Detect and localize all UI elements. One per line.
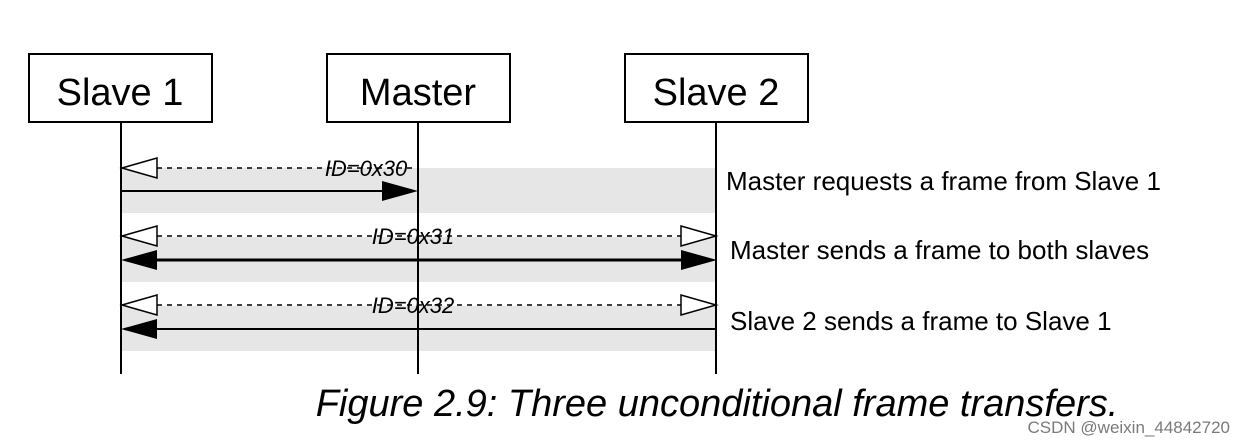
response-arrow-head-left — [121, 250, 157, 270]
header-arrow-head-left — [119, 157, 158, 179]
response-arrow-head-left — [121, 319, 157, 339]
transfer-2-description: Master sends a frame to both slaves — [730, 235, 1149, 265]
transfer-2: ID=0x31 Master sends a frame to both sla… — [119, 224, 1149, 270]
participant-slave1: Slave 1 — [28, 53, 213, 123]
participant-slave2-label: Slave 2 — [653, 72, 780, 114]
lifelines — [120, 122, 717, 374]
participant-slave1-label: Slave 1 — [57, 72, 184, 114]
transfer-2-id-label: ID=0x31 — [372, 224, 455, 249]
transfer-1: ID=0x30 Master requests a frame from Sla… — [119, 156, 1161, 201]
transfer-3-id-label: ID=0x32 — [372, 293, 455, 318]
participant-master: Master — [326, 53, 511, 123]
transfer-3: ID=0x32 Slave 2 sends a frame to Slave 1 — [119, 293, 1112, 339]
response-arrow-head-right — [681, 250, 717, 270]
transfer-3-description: Slave 2 sends a frame to Slave 1 — [730, 306, 1112, 336]
participant-master-label: Master — [360, 72, 476, 114]
header-arrow-head-right — [680, 294, 719, 316]
transfer-1-id-label: ID=0x30 — [325, 156, 408, 181]
header-arrow-head-left — [119, 294, 158, 316]
header-arrow-head-left — [119, 225, 158, 247]
header-arrow-head-right — [680, 225, 719, 247]
figure-caption: Figure 2.9: Three unconditional frame tr… — [316, 383, 1119, 425]
watermark: CSDN @weixin_44842720 — [1028, 418, 1230, 437]
participant-slave2: Slave 2 — [624, 53, 809, 123]
transfer-1-description: Master requests a frame from Slave 1 — [726, 166, 1161, 196]
response-arrow-head-right — [382, 181, 418, 201]
